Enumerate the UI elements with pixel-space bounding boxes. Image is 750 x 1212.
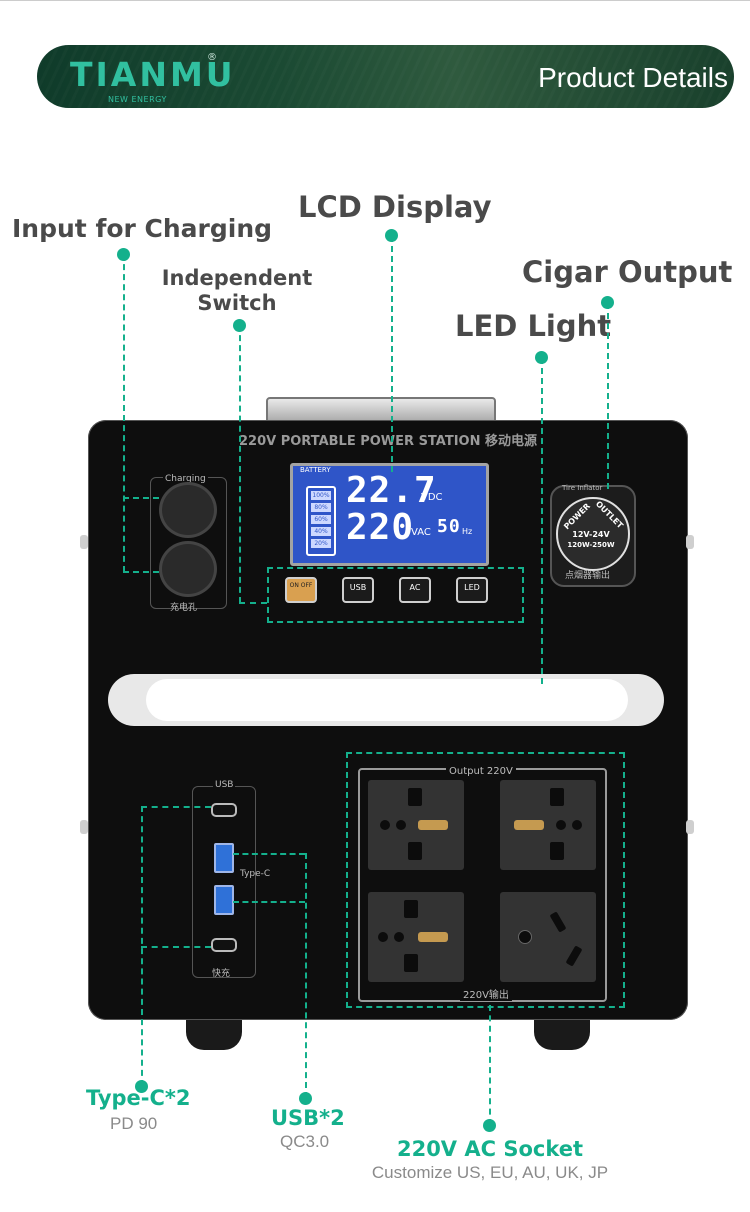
charging-port-cap [159,541,217,597]
power-button-label: ON OFF [289,582,313,589]
cigar-voltage: 12V-24V [572,530,610,539]
outlet-label-top: Output 220V [446,766,516,777]
switch-highlight-box [267,567,524,623]
brand-logo: TIANMU [70,55,236,94]
charging-port-cap [159,482,217,538]
banner-texture [37,45,734,108]
ac-socket-title: 220V AC Socket [396,1137,584,1161]
typec-subtitle: PD 90 [110,1114,158,1133]
universal-socket[interactable] [500,780,596,870]
page-title: Product Details [538,62,728,93]
guide-line-ac [489,1005,491,1125]
lcd-ac-value: 220 [346,507,415,548]
ac-button-label: AC [409,583,421,592]
callout-switch-line2: Switch [197,291,277,315]
side-screw [80,820,88,834]
usb-switch-button[interactable]: USB [342,577,374,603]
charging-label-bottom: 充电孔 [170,603,198,613]
callout-input-charging: Input for Charging [12,214,273,243]
cigar-label-bottom: 点烟器输出 [565,571,611,581]
led-button-label: LED [464,583,480,592]
battery-level-60: 60% [311,515,331,524]
type-c-port[interactable] [211,803,237,817]
universal-socket[interactable] [368,892,464,982]
device-foot [186,1020,242,1050]
callout-dot-cigar [601,296,614,309]
side-screw [686,535,694,549]
lcd-battery-label: BATTERY [300,466,331,474]
guide-line-cigar [607,303,609,489]
guide-line-charging [123,254,125,572]
usb-button-label: USB [349,583,367,592]
device-foot [534,1020,590,1050]
lcd-dc-unit: VDC [421,492,443,503]
side-screw [686,820,694,834]
registered-mark: ® [207,52,217,63]
ac-highlight-box [346,752,625,1008]
callout-dot-switch [233,319,246,332]
typec-label: Type-C [240,869,271,879]
lcd-ac-unit: VAC [411,527,431,538]
lcd-freq-unit: Hz [462,527,473,536]
side-screw [80,535,88,549]
lcd-dc-value: 22.7 [346,470,437,511]
usb-subtitle: QC3.0 [280,1132,330,1151]
usb-a-port[interactable] [214,885,234,915]
callout-dot-usb [299,1092,312,1105]
guide-line-lcd [391,236,393,472]
power-on-off-button[interactable]: ON OFF [285,577,317,603]
typec-title: Type-C*2 [86,1086,191,1110]
battery-indicator: 100% 80% 60% 40% 20% [306,486,336,556]
usb-label-top: USB [213,780,236,790]
cigar-wattage: 120W-250W [567,541,615,549]
cigar-ring [556,497,630,571]
guide-line-led [541,358,543,684]
callout-lcd-display: LCD Display [298,190,492,224]
usb-title: USB*2 [271,1106,345,1130]
guide-line-charging-h2 [123,571,159,573]
battery-level-80: 80% [311,503,331,512]
device-title: 220V PORTABLE POWER STATION 移动电源 [238,434,538,449]
guide-line-switch [239,325,241,603]
callout-led-light: LED Light [455,309,612,343]
ac-socket-subtitle: Customize US, EU, AU, UK, JP [371,1163,609,1182]
battery-level-40: 40% [311,527,331,536]
callout-dot-charging [117,248,130,261]
callout-dot-lcd [385,229,398,242]
charging-label-top: Charging [163,474,208,484]
top-divider [0,0,750,1]
lcd-display [290,463,489,566]
callout-dot-ac [483,1119,496,1132]
callout-dot-typec [135,1080,148,1093]
header-banner [37,45,734,108]
callout-cigar-output: Cigar Output [522,255,733,289]
guide-line-usb-h2 [233,901,305,903]
au-socket[interactable] [500,892,596,982]
type-c-port[interactable] [211,938,237,952]
led-switch-button[interactable]: LED [456,577,488,603]
cigar-label-top: Tire Inflator [562,484,603,492]
battery-level-20: 20% [311,539,331,548]
guide-line-typec-h1 [141,806,211,808]
callout-dot-led [535,351,548,364]
lcd-freq-value: 50 [437,516,461,537]
led-light-lens [146,679,628,721]
usb-a-port[interactable] [214,843,234,873]
brand-subtitle: NEW ENERGY [108,95,167,104]
guide-line-charging-h1 [123,497,159,499]
callout-switch-line1: Independent [161,266,313,290]
guide-line-usb [305,853,307,1098]
universal-socket[interactable] [368,780,464,870]
battery-level-100: 100% [311,491,331,500]
guide-line-typec-h2 [141,946,211,948]
outlet-label-bottom: 220V输出 [460,986,512,1001]
ac-switch-button[interactable]: AC [399,577,431,603]
guide-line-switch-h [239,602,267,604]
usb-label-bottom: 快充 [212,969,231,979]
guide-line-usb-h1 [233,853,305,855]
